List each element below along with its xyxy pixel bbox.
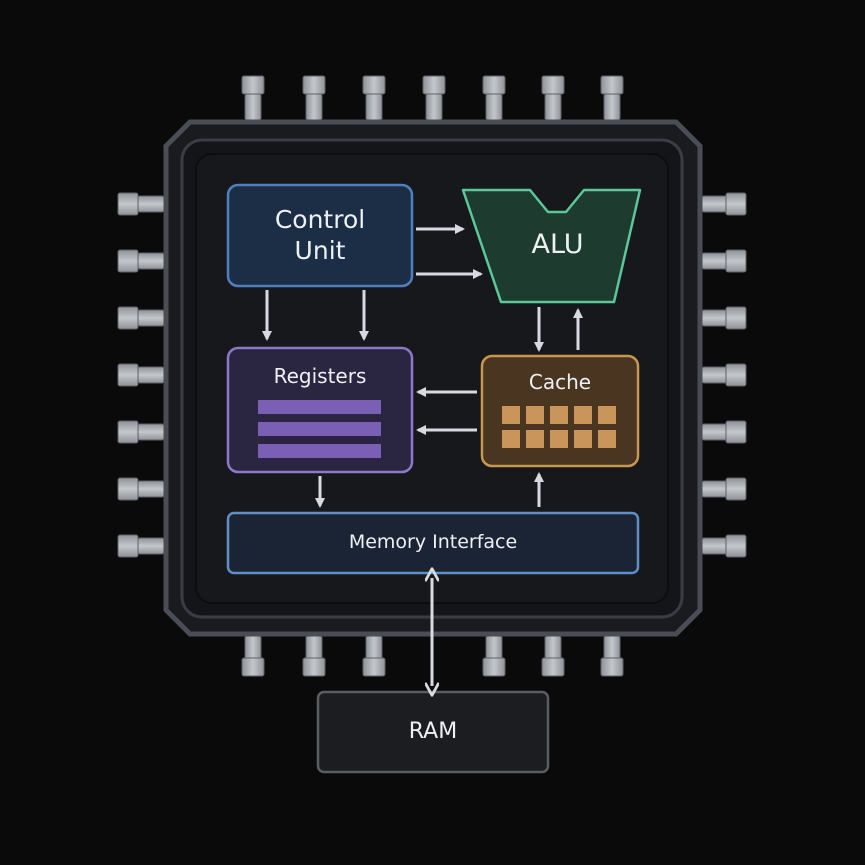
chip-pin: [701, 309, 729, 327]
chip-pin: [544, 93, 562, 121]
chip-pin: [117, 363, 139, 387]
chip-pin: [362, 75, 386, 95]
chip-pin: [302, 657, 326, 677]
cache-cell: [526, 406, 544, 424]
cache-cell: [550, 406, 568, 424]
memory-interface-label: Memory Interface: [348, 531, 518, 554]
chip-pin: [117, 534, 139, 558]
chip-pin: [305, 635, 323, 661]
chip-pin: [725, 534, 747, 558]
chip-pin: [137, 537, 165, 555]
chip-pin: [241, 75, 265, 95]
chip-pin: [725, 192, 747, 216]
cache-cell: [502, 406, 520, 424]
chip-pin: [422, 75, 446, 95]
chip-pin: [117, 249, 139, 273]
chip-pin: [600, 75, 624, 95]
chip-pin: [544, 635, 562, 661]
register-bar: [258, 422, 381, 436]
ram-label: RAM: [408, 718, 458, 744]
cache-cells: [502, 406, 616, 448]
chip-pin: [482, 75, 506, 95]
chip-pin: [541, 657, 565, 677]
chip-pin: [362, 657, 386, 677]
alu-block: [461, 188, 642, 304]
chip-pin: [425, 93, 443, 121]
chip-pin: [485, 635, 503, 661]
chip-pin: [482, 657, 506, 677]
chip-pin: [701, 423, 729, 441]
cache-cell: [598, 430, 616, 448]
chip-pin: [137, 252, 165, 270]
chip-pin: [701, 195, 729, 213]
cache-cell: [598, 406, 616, 424]
control-unit-block: [226, 183, 414, 288]
chip-pin: [365, 635, 383, 661]
chip-pin: [603, 93, 621, 121]
chip-pin: [117, 306, 139, 330]
chip-pin: [725, 420, 747, 444]
register-bar: [258, 444, 381, 458]
chip-pin: [137, 366, 165, 384]
chip-pin: [365, 93, 383, 121]
cache-cell: [574, 430, 592, 448]
chip-pin: [485, 93, 503, 121]
cache-cell: [526, 430, 544, 448]
chip-pin: [241, 657, 265, 677]
chip-pin: [701, 252, 729, 270]
cache-cell: [502, 430, 520, 448]
chip-pins: [117, 75, 747, 677]
chip-pin: [137, 195, 165, 213]
chip-pin: [701, 537, 729, 555]
chip-pin: [600, 657, 624, 677]
cache-cell: [574, 406, 592, 424]
chip-pin: [117, 192, 139, 216]
alu-label: ALU: [531, 228, 584, 260]
control-unit-label: Control Unit: [274, 205, 366, 265]
cache-label: Cache: [528, 369, 592, 394]
chip-pin: [725, 477, 747, 501]
chip-pin: [117, 420, 139, 444]
chip-pin: [137, 423, 165, 441]
chip-pin: [541, 75, 565, 95]
chip-pin: [137, 480, 165, 498]
chip-pin: [302, 75, 326, 95]
chip-pin: [117, 477, 139, 501]
chip-pin: [725, 249, 747, 273]
chip-pin: [701, 480, 729, 498]
chip-pin: [305, 93, 323, 121]
registers-label: Registers: [273, 363, 367, 388]
chip-pin: [603, 635, 621, 661]
chip-pin: [244, 93, 262, 121]
chip-pin: [244, 635, 262, 661]
register-bar: [258, 400, 381, 414]
chip-pin: [701, 366, 729, 384]
chip-pin: [725, 306, 747, 330]
chip-pin: [725, 363, 747, 387]
cache-cell: [550, 430, 568, 448]
chip-pin: [137, 309, 165, 327]
